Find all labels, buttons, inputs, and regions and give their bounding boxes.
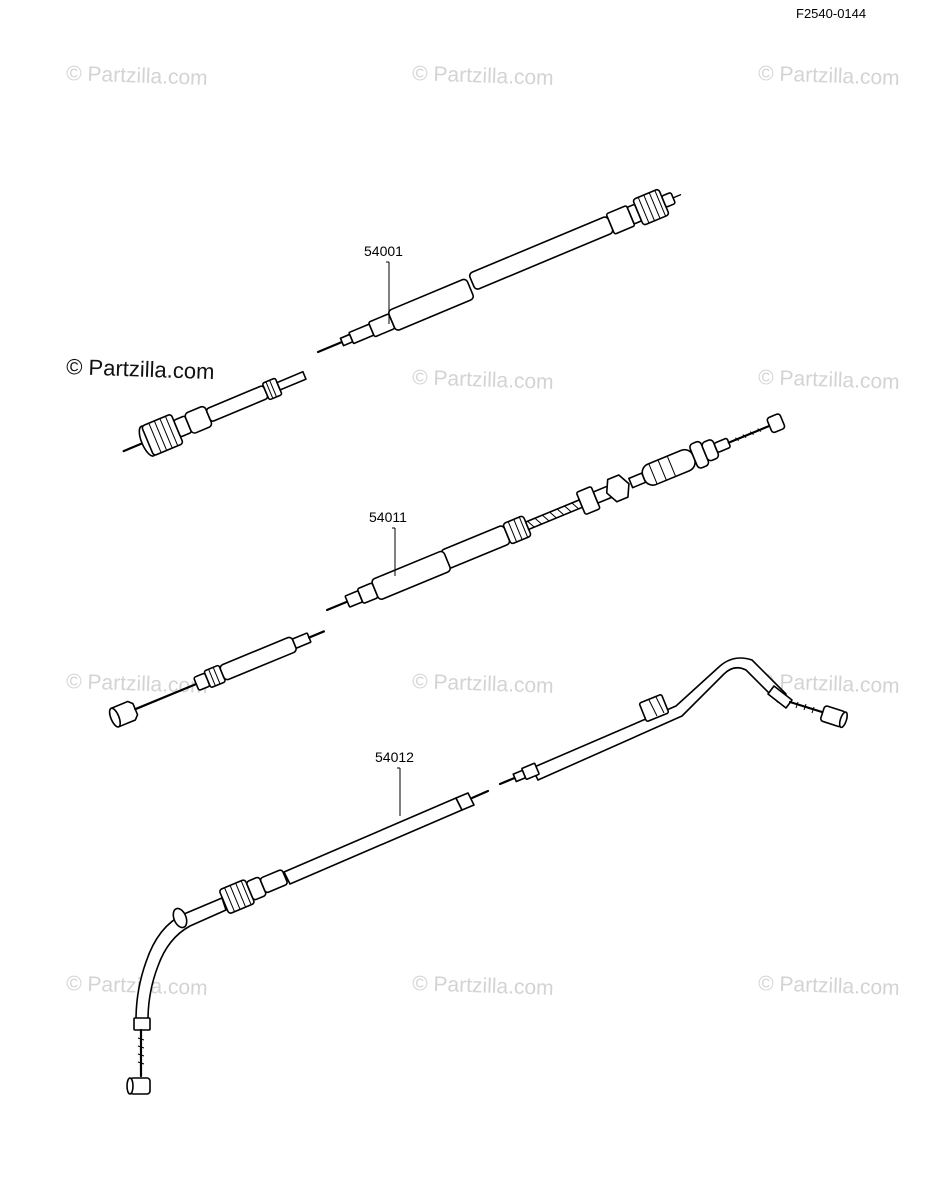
diagram-code: F2540-0144 [796,6,866,21]
watermark: © Partzilla.com [66,62,208,90]
watermark: © Partzilla.com [758,62,900,90]
watermark: © Partzilla.com [66,354,215,384]
watermark: © Partzilla.com [66,670,208,698]
part-number-54011: 54011 [369,509,407,525]
watermark: © Partzilla.com [412,972,554,1000]
part-number-54012: 54012 [375,749,414,765]
watermark: © Partzilla.com [412,366,554,394]
watermarks: © Partzilla.com © Partzilla.com © Partzi… [66,62,900,1000]
watermark: © Partzilla.com [758,972,900,1000]
watermark: © Partzilla.com [412,670,554,698]
part-number-54001: 54001 [364,243,403,259]
speedometer-cable [122,188,682,457]
cable-54012 [126,657,848,1095]
watermark: © Partzilla.com [412,62,554,90]
cable-54011 [108,413,786,728]
watermark: © Partzilla.com [758,366,900,394]
